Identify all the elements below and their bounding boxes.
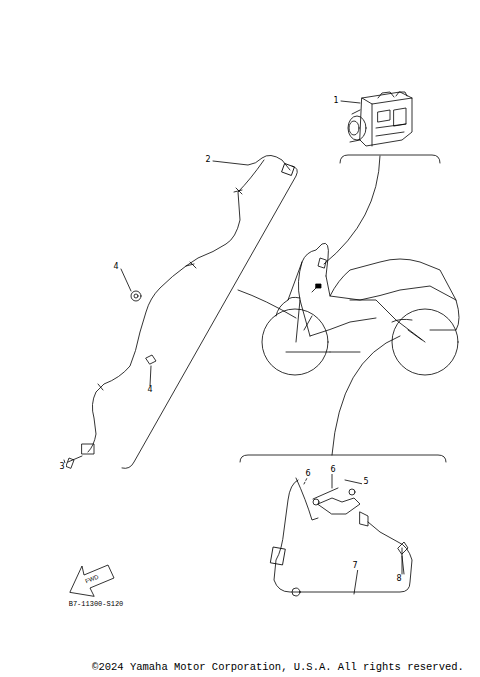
callout-number: 1 bbox=[332, 97, 339, 105]
callout-number: 6 bbox=[329, 466, 336, 474]
callout-number: 4 bbox=[146, 386, 153, 394]
abs-unit bbox=[348, 92, 412, 146]
fwd-arrow bbox=[70, 565, 114, 596]
direction-label: FWD bbox=[84, 573, 101, 584]
leader-line bbox=[341, 101, 360, 103]
callout-number: 2 bbox=[204, 156, 211, 164]
leader-line bbox=[238, 290, 296, 318]
callout-number: 4 bbox=[112, 263, 119, 271]
copyright-note: ©2024 Yamaha Motor Corporation, U.S.A. A… bbox=[91, 662, 465, 673]
group-bracket bbox=[340, 155, 440, 163]
motorcycle-outline bbox=[262, 243, 459, 375]
group-bracket bbox=[122, 166, 297, 468]
group-bracket bbox=[240, 455, 446, 462]
callout-number: 8 bbox=[395, 575, 402, 583]
callout-number: 6 bbox=[304, 470, 311, 478]
callout-number: 5 bbox=[362, 478, 369, 486]
leader-line bbox=[324, 156, 380, 264]
callout-number: 7 bbox=[351, 562, 358, 570]
diagram-code: B7-11300-S120 bbox=[68, 601, 125, 608]
callout-number: 3 bbox=[58, 463, 65, 471]
rear-sensor-wire bbox=[271, 473, 412, 596]
leader-line bbox=[332, 336, 400, 455]
front-sensor-wire bbox=[64, 155, 294, 468]
